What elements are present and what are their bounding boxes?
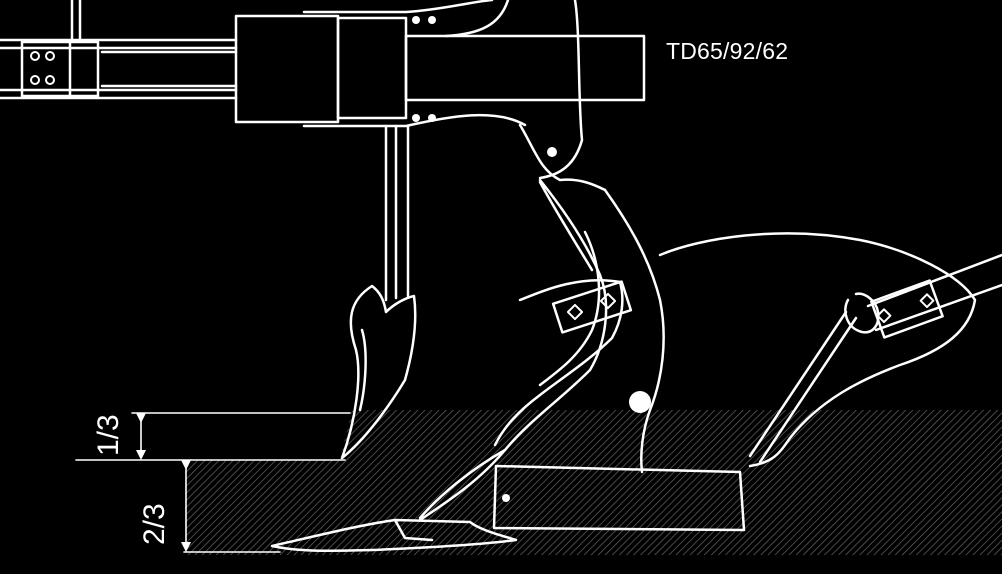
beam-clamp <box>302 0 584 180</box>
share-shin <box>418 448 507 520</box>
share-tip-fold <box>393 518 434 542</box>
share <box>270 518 518 553</box>
depth-fraction-upper: 1/3 <box>92 414 125 456</box>
depth-fraction-lower: 2/3 <box>138 503 171 545</box>
adjuster-bolts <box>876 293 935 324</box>
skimmer-body <box>340 284 417 460</box>
mount-plate-bolts <box>566 292 617 321</box>
frog-body <box>493 278 624 447</box>
leg-inner <box>538 230 601 387</box>
depth-reference-lines <box>75 412 351 553</box>
frame-bolts <box>30 51 55 85</box>
beam-mount <box>518 123 607 192</box>
clamp-bolts <box>412 16 557 157</box>
main-leg <box>418 178 665 522</box>
soil-hatch <box>185 410 1002 555</box>
frame-beam <box>0 0 646 124</box>
skimmer-ridge <box>358 328 367 412</box>
landside-bolt <box>502 494 510 502</box>
pivot-pin <box>629 391 651 413</box>
adjuster-block <box>870 279 944 339</box>
mouldboard <box>658 232 977 468</box>
model-label: TD65/92/62 <box>666 38 789 64</box>
brace-rod <box>748 310 858 464</box>
mount-plate <box>551 280 633 334</box>
skimmer-standard <box>384 124 410 302</box>
adjuster-arm <box>844 253 1002 334</box>
landside <box>492 464 746 532</box>
